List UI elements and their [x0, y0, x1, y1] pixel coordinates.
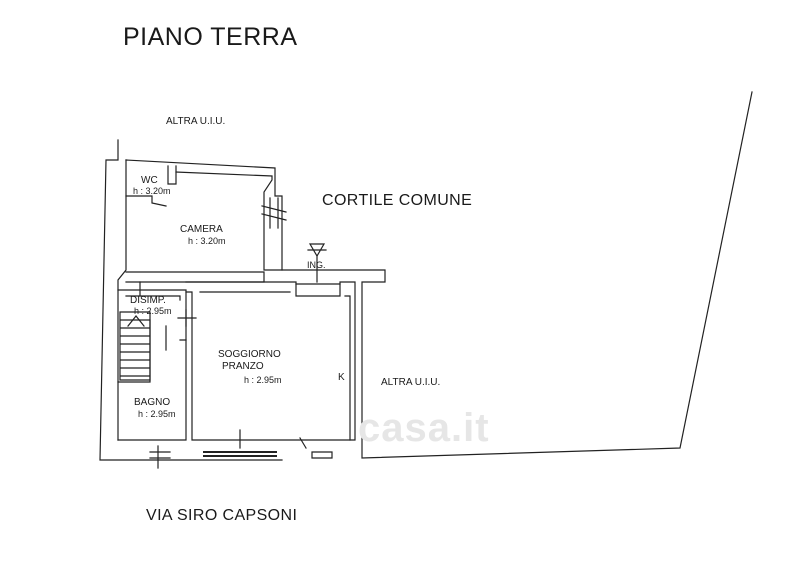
- label-k: K: [338, 372, 345, 383]
- label-disimp-height: h : 2.95m: [134, 306, 172, 316]
- wc-partition: [167, 165, 177, 185]
- disimp-walls: [117, 289, 187, 441]
- courtyard-boundary: [281, 91, 753, 459]
- outer-wall-left-inner: [117, 159, 127, 441]
- camera-window: [261, 197, 287, 229]
- stairs-arrow: [127, 315, 145, 327]
- door-mark-4: [139, 281, 187, 351]
- plan-title: PIANO TERRA: [123, 23, 298, 51]
- bagno-window: [149, 445, 171, 469]
- label-bagno-height: h : 2.95m: [138, 409, 176, 419]
- label-street: VIA SIRO CAPSONI: [146, 507, 298, 524]
- label-soggiorno: SOGGIORNO: [218, 349, 281, 360]
- label-altra-uiu-right: ALTRA U.I.U.: [381, 377, 441, 388]
- entrance-stair: [307, 243, 327, 283]
- upper-block-walls: [125, 159, 283, 271]
- label-ing: ING.: [307, 260, 326, 270]
- wc-wall: [125, 195, 167, 207]
- door-mark-1: [177, 309, 197, 327]
- label-disimp: DISIMP.: [130, 295, 166, 306]
- label-altra-uiu-top: ALTRA U.I.U.: [166, 116, 226, 127]
- label-pranzo: PRANZO: [222, 361, 264, 372]
- watermark-logo: casa.it: [358, 406, 490, 450]
- stairs: [119, 311, 151, 381]
- soggiorno-walls: [185, 281, 356, 441]
- disimp-inner: [125, 295, 181, 301]
- label-wc: WC: [141, 175, 158, 186]
- label-soggiorno-height: h : 2.95m: [244, 375, 282, 385]
- label-camera-height: h : 3.20m: [188, 236, 226, 246]
- soggiorno-window: [203, 451, 277, 457]
- soggiorno-inner: [199, 291, 351, 441]
- camera-lower-wall: [125, 271, 265, 283]
- door-mark-3: [299, 437, 333, 459]
- label-bagno: BAGNO: [134, 397, 171, 408]
- label-cortile-comune: CORTILE COMUNE: [322, 192, 473, 209]
- outer-wall-left: [99, 139, 283, 461]
- label-camera: CAMERA: [180, 224, 223, 235]
- label-wc-height: h : 3.20m: [133, 186, 171, 196]
- bagno-divider: [117, 319, 151, 383]
